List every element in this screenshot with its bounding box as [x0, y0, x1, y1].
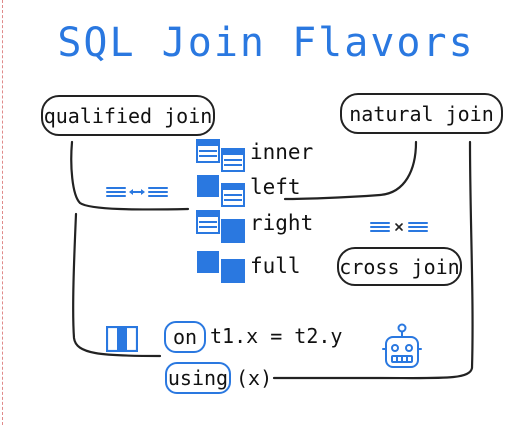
equal-join-icon	[106, 187, 168, 197]
qualified-join-pill: qualified join	[41, 95, 215, 136]
table-pair-icon	[106, 326, 138, 352]
on-keyword: on	[164, 321, 206, 353]
cross-product-icon	[370, 222, 428, 232]
using-args: (x)	[236, 366, 273, 390]
page-title: SQL Join Flavors	[57, 20, 475, 66]
natural-join-pill: natural join	[340, 93, 503, 134]
page-margin-line	[2, 0, 3, 425]
cross-join-pill: cross join	[337, 247, 462, 286]
on-condition: t1.x = t2.y	[210, 324, 343, 348]
right-join-icon	[196, 210, 245, 243]
join-label-full: full	[250, 254, 301, 278]
robot-icon	[382, 323, 422, 368]
using-keyword: using	[165, 362, 231, 394]
inner-join-icon	[196, 139, 245, 172]
join-label-right: right	[250, 211, 314, 235]
join-label-left: left	[250, 175, 301, 199]
join-label-inner: inner	[250, 140, 314, 164]
full-join-icon	[197, 251, 245, 283]
left-join-icon	[197, 175, 245, 207]
